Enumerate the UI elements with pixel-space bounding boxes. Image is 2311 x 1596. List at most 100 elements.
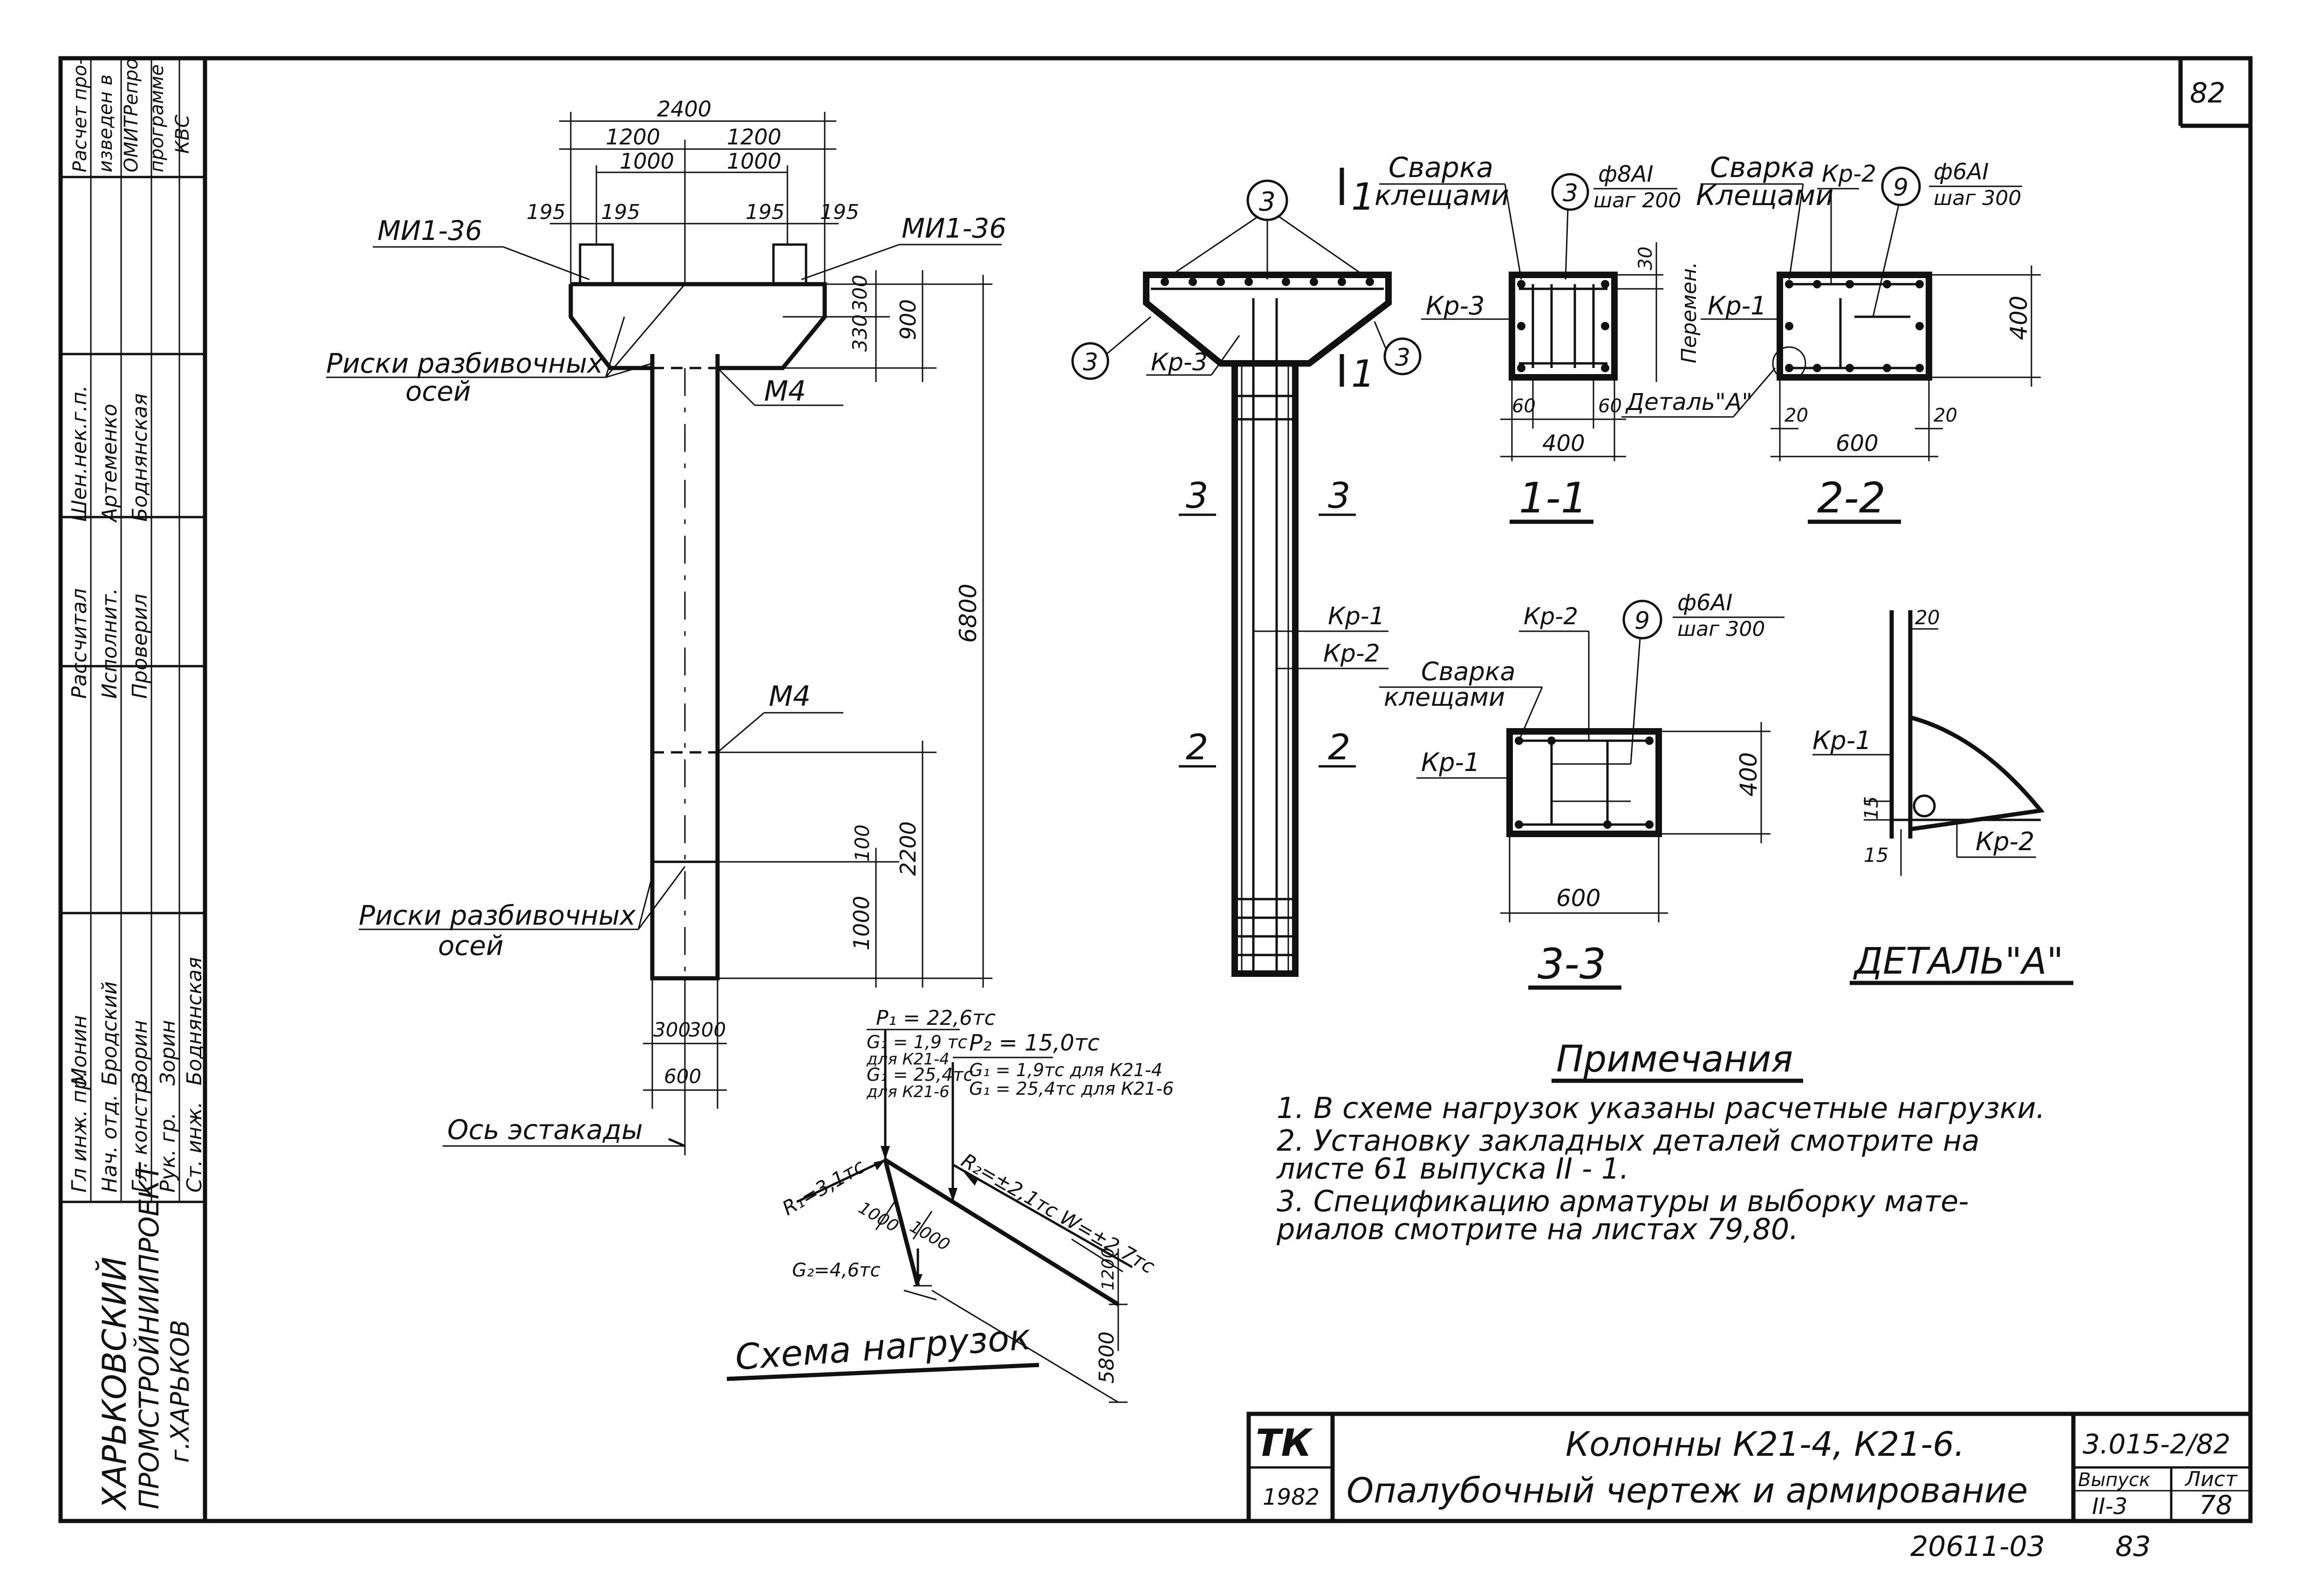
s33-weld: Сварка: [1421, 657, 1516, 686]
detail-dim-15-v: 15: [1861, 796, 1882, 820]
sheet-frame: [58, 56, 2253, 1523]
calc-note-3: ОМИТРепро: [121, 58, 142, 172]
load-dim-1200: 1200: [1099, 1248, 1118, 1290]
s22-weld2: Клещами: [1696, 179, 1833, 212]
title-code: 3.015-2/82: [2083, 1428, 2230, 1460]
dim-1200-right: 1200: [727, 124, 781, 150]
dim-300-a: 300: [653, 1018, 691, 1041]
stamp-role-3: Гл. констр.: [128, 1074, 152, 1193]
dim-6800: 6800: [955, 584, 982, 643]
note-2: 2. Установку закладных деталей смотрите …: [1277, 1124, 1979, 1158]
org-city: г.ХАРЬКОВ: [165, 1320, 195, 1463]
s11-pos-3: 3: [1563, 179, 1578, 207]
calc-note-4: программе: [146, 64, 168, 172]
pos-3-right: 3: [1395, 344, 1410, 372]
dim-300: 300: [848, 275, 871, 312]
stamp-role2-3: Проверил: [128, 593, 152, 699]
stamp-name2-1: Шен.нек.г.п.: [68, 385, 91, 522]
s22-weld: Сварка: [1710, 151, 1815, 184]
calc-note-5: КВС: [172, 115, 193, 154]
label-mi-left: МИ1-36: [377, 215, 482, 246]
dim-330: 330: [848, 314, 871, 352]
label-axis: Ось эстакады: [447, 1114, 643, 1146]
s11-title: 1-1: [1519, 474, 1587, 523]
note-3b: риалов смотрите на листах 79,80.: [1276, 1212, 1798, 1246]
note-1: 1. В схеме нагрузок указаны расчетные на…: [1277, 1091, 2045, 1125]
cut-marker-3-left: 3: [1186, 475, 1208, 516]
stamp-name-2: Бродский: [98, 982, 122, 1085]
dim-2400: 2400: [657, 96, 711, 122]
dim-195-a: 195: [526, 200, 566, 224]
s22-dim-20-r: 20: [1934, 405, 1957, 426]
label-risk-top-2: осей: [405, 375, 471, 407]
dim-1200-left: 1200: [606, 124, 660, 150]
cut-marker-3-right: 3: [1328, 475, 1350, 516]
s11-dim-400: 400: [1542, 430, 1585, 457]
cut-marker-2-left: 2: [1186, 726, 1208, 768]
stamp-name-4: Зорин: [156, 1020, 180, 1085]
s11-dim-60-r: 60: [1598, 396, 1622, 417]
notes: Примечания 1. В схеме нагрузок указаны р…: [1276, 1038, 2045, 1246]
stamp-name-3: Зорин: [128, 1020, 152, 1085]
load-g1a: G₁ = 1,9 тс: [867, 1032, 967, 1052]
note-2b: листе 61 выпуска II - 1.: [1276, 1152, 1629, 1186]
note-3: 3. Спецификацию арматуры и выборку мате-: [1277, 1184, 1969, 1218]
notes-title: Примечания: [1556, 1038, 1793, 1080]
left-stamp: Гл инж. пр. Монин Нач. отд. Бродский Гл.…: [61, 58, 206, 1511]
load-p2-g1-a: G₁ = 1,9тс для К21-4: [969, 1060, 1162, 1080]
dim-195-d: 195: [820, 200, 859, 224]
cut-marker-1-bottom: 1: [1351, 352, 1375, 396]
detail-dim-15-h: 15: [1864, 844, 1888, 866]
load-g1b: G₁ = 25,4тс: [867, 1064, 973, 1085]
stamp-role-2: Нач. отд.: [98, 1094, 122, 1193]
load-g1a2: для К21-4: [866, 1050, 950, 1069]
longitudinal-section: 1 1 3 3 2 2 3 3 3 Кр-3 Кр-1 Кр-2: [1071, 168, 1422, 977]
label-risk-bottom: Риски разбивочных: [359, 900, 636, 931]
inventory-number: 20611-03: [1910, 1530, 2045, 1563]
s33-bar: ф6АI: [1677, 590, 1733, 616]
label-mi-right: МИ1-36: [902, 212, 1006, 244]
tk-mark: ТК: [1256, 1421, 1313, 1465]
stamp-role2-2: Исполнит.: [98, 588, 122, 699]
s22-dim-400: 400: [2005, 296, 2032, 340]
load-g1b2: для К21-6: [866, 1083, 950, 1101]
cut-marker-2-right: 2: [1328, 726, 1350, 768]
load-dim-5800: 5800: [1095, 1331, 1119, 1384]
s22-dim-20-l: 20: [1785, 405, 1808, 426]
stamp-name-5: Боднянская: [183, 957, 206, 1085]
s22-kp1: Кр-1: [1708, 291, 1766, 321]
stamp-role-4: Рук. гр.: [156, 1112, 180, 1193]
detail-title: ДЕТАЛЬ"А": [1853, 941, 2064, 982]
load-p2-g1-b: G₁ = 25,4тс для К21-6: [969, 1078, 1174, 1099]
calc-note-2: изведен в: [95, 75, 116, 172]
section-1-1: Сварка клещами 3 ф8АI шаг 200 Кр-3 30 Пе…: [1374, 151, 1776, 524]
label-risk-top: Риски разбивочных: [326, 348, 603, 379]
s22-title: 2-2: [1817, 474, 1886, 523]
title-issue-label: Выпуск: [2078, 1469, 2150, 1491]
cut-marker-1-top: 1: [1351, 175, 1375, 218]
title-issue: II-3: [2092, 1494, 2127, 1520]
column-elevation: 2400 1200 1200 1000 1000 195 195 195 195…: [326, 96, 1006, 1155]
page-number: 82: [2190, 77, 2225, 109]
s11-label-kp3: Кр-3: [1426, 291, 1484, 321]
s22-dim-600: 600: [1836, 430, 1879, 457]
pos-3-top: 3: [1259, 187, 1276, 217]
label-m4-mid: М4: [769, 680, 811, 713]
s33-kp2: Кр-2: [1524, 603, 1578, 630]
label-kp3-long: Кр-3: [1151, 348, 1208, 376]
dim-100: 100: [851, 825, 874, 862]
s33-dim-600: 600: [1556, 885, 1600, 912]
section-3-3: Кр-2 9 ф6АI шаг 300 Сварка клещами Кр-1 …: [1379, 590, 1785, 990]
label-kp2-long: Кр-2: [1323, 640, 1380, 668]
s33-weld2: клещами: [1384, 682, 1505, 712]
dim-900: 900: [896, 299, 921, 340]
dim-1000: 1000: [849, 896, 874, 950]
dim-2200: 2200: [896, 821, 921, 876]
tk-year: 1982: [1263, 1484, 1320, 1510]
s11-dim-60-l: 60: [1512, 396, 1536, 417]
label-kp1-long: Кр-1: [1328, 602, 1385, 630]
load-p1: P₁ = 22,6тс: [876, 1006, 996, 1030]
s11-weld: Сварка: [1388, 151, 1493, 184]
s22-kp2: Кр-2: [1822, 160, 1876, 187]
